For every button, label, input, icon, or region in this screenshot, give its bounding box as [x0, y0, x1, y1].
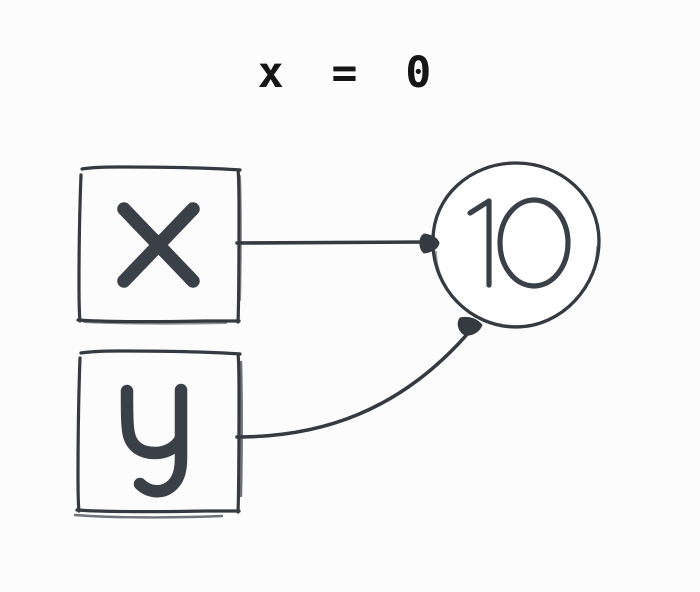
edge-x-to-10-arrowhead-dot — [419, 233, 440, 254]
box-y-outline-overshoot — [73, 360, 243, 519]
edge-x-to-10-line — [235, 240, 431, 245]
box-x-outline — [76, 165, 242, 324]
edge-y-to-10-arrowhead-dot — [457, 316, 483, 336]
circle-10-outline-secondary — [435, 246, 598, 327]
edge-y-to-10[interactable] — [235, 316, 483, 439]
node-circle-10[interactable] — [431, 161, 601, 329]
edge-y-to-10-line — [235, 329, 472, 439]
box-x-glyph-x — [117, 202, 200, 288]
box-y-outline — [75, 349, 242, 514]
page-title: x = 0 — [257, 48, 443, 98]
box-y-glyph-y — [120, 383, 188, 498]
edge-x-to-10[interactable] — [235, 233, 440, 254]
node-box-y[interactable] — [73, 349, 243, 519]
box-x-outline-overshoot — [82, 174, 242, 325]
circle-10-label — [467, 197, 571, 289]
node-box-x[interactable] — [76, 165, 242, 325]
